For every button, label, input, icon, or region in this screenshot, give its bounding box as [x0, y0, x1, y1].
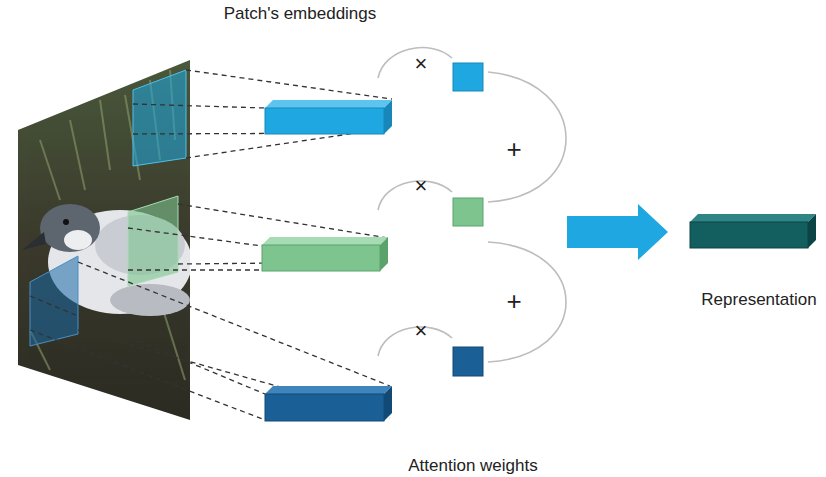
- representation-vector: Representation: [680, 212, 826, 310]
- projection-lines: [30, 70, 392, 420]
- multiply-sign: ×: [415, 51, 428, 77]
- patch-embedding-bars: [262, 100, 392, 421]
- plus-sign: +: [506, 134, 521, 165]
- image-patches: [30, 70, 186, 346]
- plus-sign: +: [506, 286, 521, 317]
- attention-weight-squares: [453, 63, 483, 376]
- multiply-sign: ×: [415, 318, 428, 344]
- section-title: Patch's embeddings: [224, 4, 377, 24]
- multiply-sign: ×: [415, 173, 428, 199]
- operation-arcs: [378, 48, 566, 362]
- section-title: Attention weights: [408, 456, 537, 476]
- output-arrow: [567, 204, 668, 260]
- bird-photo: [0, 50, 200, 430]
- vector-bar: [680, 212, 826, 252]
- node-label: Representation: [684, 290, 826, 310]
